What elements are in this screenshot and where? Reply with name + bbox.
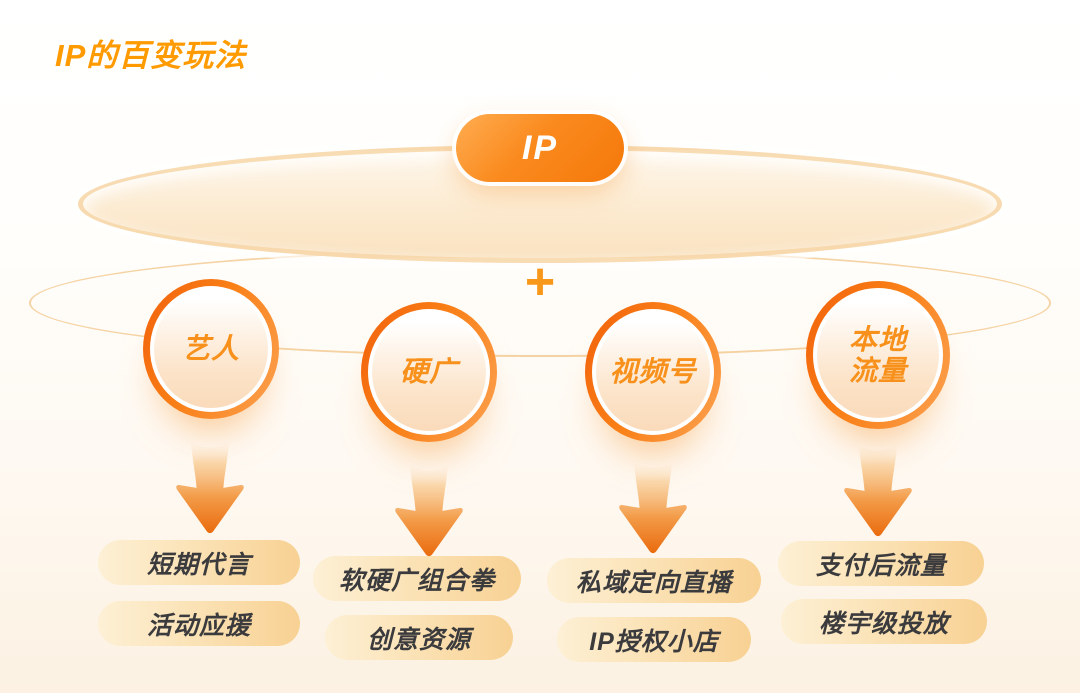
output-pill: 支付后流量 [778,541,984,586]
output-pill: 楼宇级投放 [781,599,987,644]
page-title: IP的百变玩法 [55,38,247,73]
channel-circle-local-traffic-fill: 本地 流量 [817,292,939,418]
down-arrow-icon [395,464,463,557]
output-pill: 短期代言 [98,540,300,585]
channel-label: 硬广 [399,356,458,388]
channel-circle-artist: 艺人 [143,279,279,419]
output-pill: 创意资源 [325,615,513,660]
channel-label-line2: 流量 [848,355,907,386]
channel-circle-local-traffic: 本地 流量 [806,281,950,429]
channel-label: 本地 [848,323,907,355]
channel-label: 艺人 [181,333,240,365]
channel-circle-video-account-fill: 视频号 [596,313,710,431]
output-pill-label: 支付后流量 [815,551,946,580]
ip-node-label: IP [521,128,559,167]
channel-circle-video-account: 视频号 [585,302,721,442]
down-arrow-icon [176,441,244,534]
output-pill: IP授权小店 [557,617,751,662]
channel-circle-hard-ads-fill: 硬广 [372,313,486,431]
output-pill: 活动应援 [98,601,300,646]
plus-operator-icon: + [524,253,556,311]
output-pill-label: 私域定向直播 [575,568,732,597]
down-arrow-icon [619,461,687,554]
ip-node: IP [456,114,624,182]
output-pill-label: 创意资源 [366,625,471,654]
output-pill-label: 楼宇级投放 [818,609,949,638]
channel-circle-hard-ads: 硬广 [361,302,497,442]
down-arrow-icon [844,444,912,537]
output-pill: 私域定向直播 [547,558,761,603]
output-pill: 软硬广组合拳 [313,556,521,601]
channel-circle-artist-fill: 艺人 [154,290,268,408]
output-pill-label: 短期代言 [146,550,251,579]
output-pill-label: 活动应援 [146,611,251,640]
channel-label: 视频号 [609,356,697,388]
output-pill-label: 软硬广组合拳 [338,566,495,595]
output-pill-label: IP授权小店 [589,627,719,656]
